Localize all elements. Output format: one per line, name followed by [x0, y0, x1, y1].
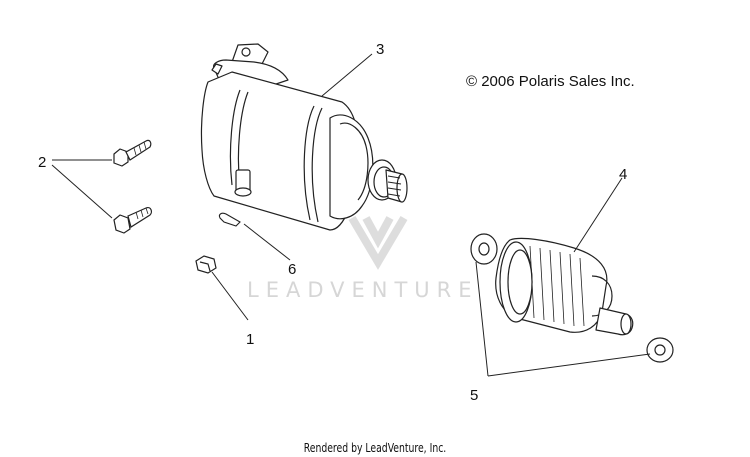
leader-lines — [51, 53, 651, 377]
callout-5: 5 — [470, 387, 479, 404]
washer-left — [470, 233, 498, 265]
nut-part — [195, 255, 217, 274]
bolt-lower — [113, 207, 152, 234]
callout-1: 1 — [246, 331, 255, 348]
washer-right — [646, 337, 674, 363]
copyright-text: © 2006 Polaris Sales Inc. — [466, 73, 635, 90]
starter-motor — [200, 43, 408, 231]
footer-credit: Rendered by LeadVenture, Inc. — [303, 441, 447, 455]
starter-drive — [495, 237, 634, 336]
watermark-logo — [348, 215, 408, 270]
callout-4: 4 — [619, 166, 628, 183]
bolt-upper — [113, 139, 152, 167]
callout-3: 3 — [376, 41, 385, 58]
clip-part — [218, 212, 241, 227]
watermark-text: LEADVENTURE — [247, 278, 479, 302]
callout-6: 6 — [288, 261, 297, 278]
callout-2: 2 — [38, 154, 47, 171]
